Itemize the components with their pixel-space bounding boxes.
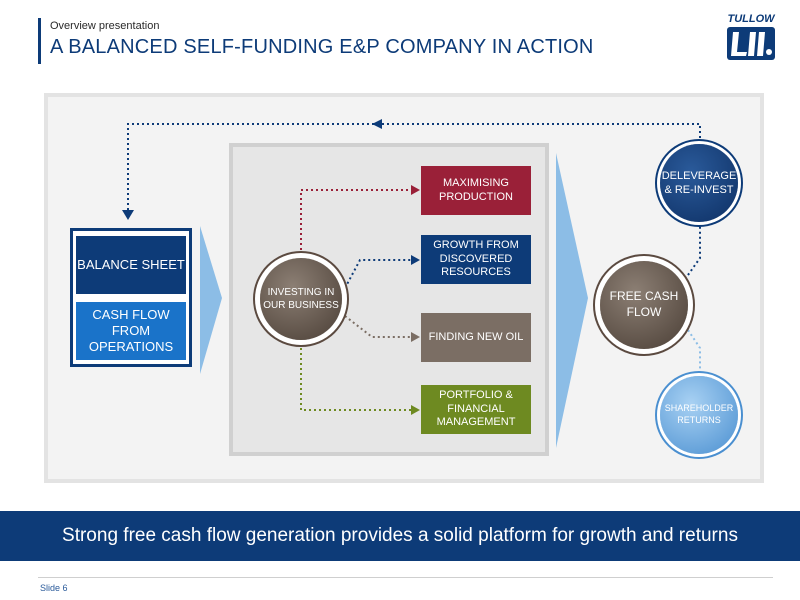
cash-flow-box: CASH FLOW FROM OPERATIONS	[76, 302, 186, 360]
right-chevron-arrow	[556, 153, 588, 448]
connector-shareholder	[687, 329, 701, 372]
shareholder-returns-circle: SHAREHOLDER RETURNS	[660, 376, 738, 454]
maximising-production-box: MAXIMISING PRODUCTION	[421, 166, 531, 215]
balance-sheet-box: BALANCE SHEET	[76, 236, 186, 294]
footer-divider	[38, 577, 773, 578]
investing-circle: INVESTING IN OUR BUSINESS	[260, 258, 342, 340]
growth-resources-box: GROWTH FROM DISCOVERED RESOURCES	[421, 235, 531, 284]
page-title: A BALANCED SELF-FUNDING E&P COMPANY IN A…	[50, 36, 594, 58]
connector-portfolio	[300, 348, 412, 411]
tullow-logo: TULLOW	[727, 13, 776, 60]
return-loop-arrowhead-top	[372, 119, 382, 129]
section-label: Overview presentation	[50, 20, 160, 32]
logo-wordmark: TULLOW	[727, 13, 776, 25]
portfolio-management-box: PORTFOLIO & FINANCIAL MANAGEMENT	[421, 385, 531, 434]
connector-finding	[344, 315, 412, 338]
return-loop-line	[127, 123, 701, 212]
connector-production	[300, 189, 412, 250]
left-chevron-arrow	[200, 226, 222, 374]
title-accent-bar	[38, 18, 41, 64]
free-cash-flow-circle: FREE CASH FLOW	[600, 261, 688, 349]
deleverage-circle: DELEVERAGE & RE-INVEST	[660, 144, 738, 222]
connector-deleverage	[687, 226, 701, 276]
finding-new-oil-box: FINDING NEW OIL	[421, 313, 531, 362]
slide-number: Slide 6	[40, 583, 68, 593]
connector-growth	[344, 259, 412, 289]
return-loop-arrowhead-down	[122, 210, 134, 220]
summary-banner: Strong free cash flow generation provide…	[0, 511, 800, 561]
